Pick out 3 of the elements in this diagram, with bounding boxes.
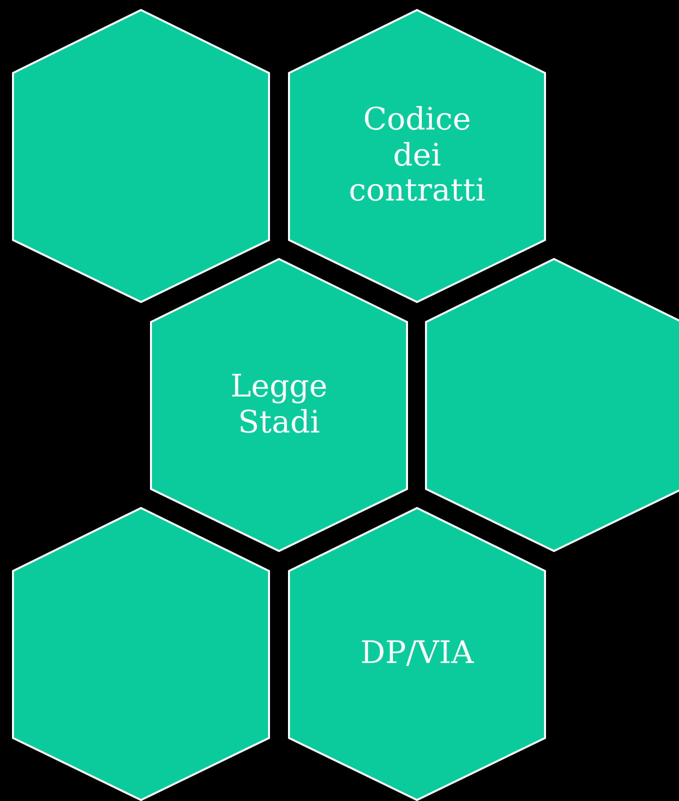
tile-label: Legge Stadi [230, 369, 328, 441]
tile-label: DP/VIA [359, 636, 475, 672]
tile-label: Codice dei contratti [348, 102, 486, 210]
